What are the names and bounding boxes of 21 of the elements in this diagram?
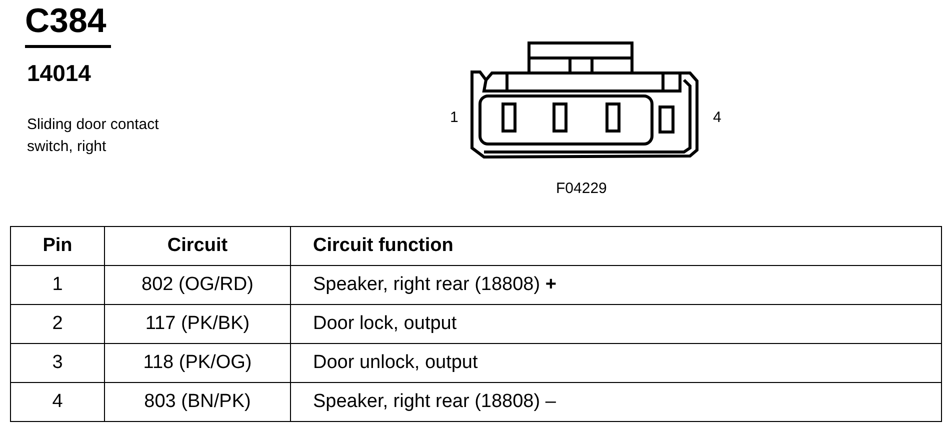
pin-number: 4 [713,109,722,126]
circuit-cell: 118 (PK/OG) [104,344,290,382]
function-cell: Speaker, right rear (18808) – [290,382,942,422]
pin-cell: 2 [10,304,104,344]
pin-cell: 1 [10,266,104,304]
connector-description: Sliding door contact switch, right [27,115,160,157]
function-cell: Door lock, output [290,304,942,344]
column-header: Circuit [104,226,290,266]
circuit-cell: 802 (OG/RD) [104,266,290,304]
pin-cell: 3 [10,344,104,382]
connector-number: C384 [25,2,106,41]
function-cell: Door unlock, output [290,344,942,382]
figure-number: F04229 [556,180,607,197]
function-cell: Speaker, right rear (18808) + [290,266,942,304]
pin-cell: 4 [10,382,104,422]
circuit-cell: 803 (BN/PK) [104,382,290,422]
pin-number: 1 [450,109,458,126]
part-number: 14014 [27,60,91,87]
column-header: Pin [10,226,104,266]
column-header: Circuit function [290,226,942,266]
circuit-cell: 117 (PK/BK) [104,304,290,344]
